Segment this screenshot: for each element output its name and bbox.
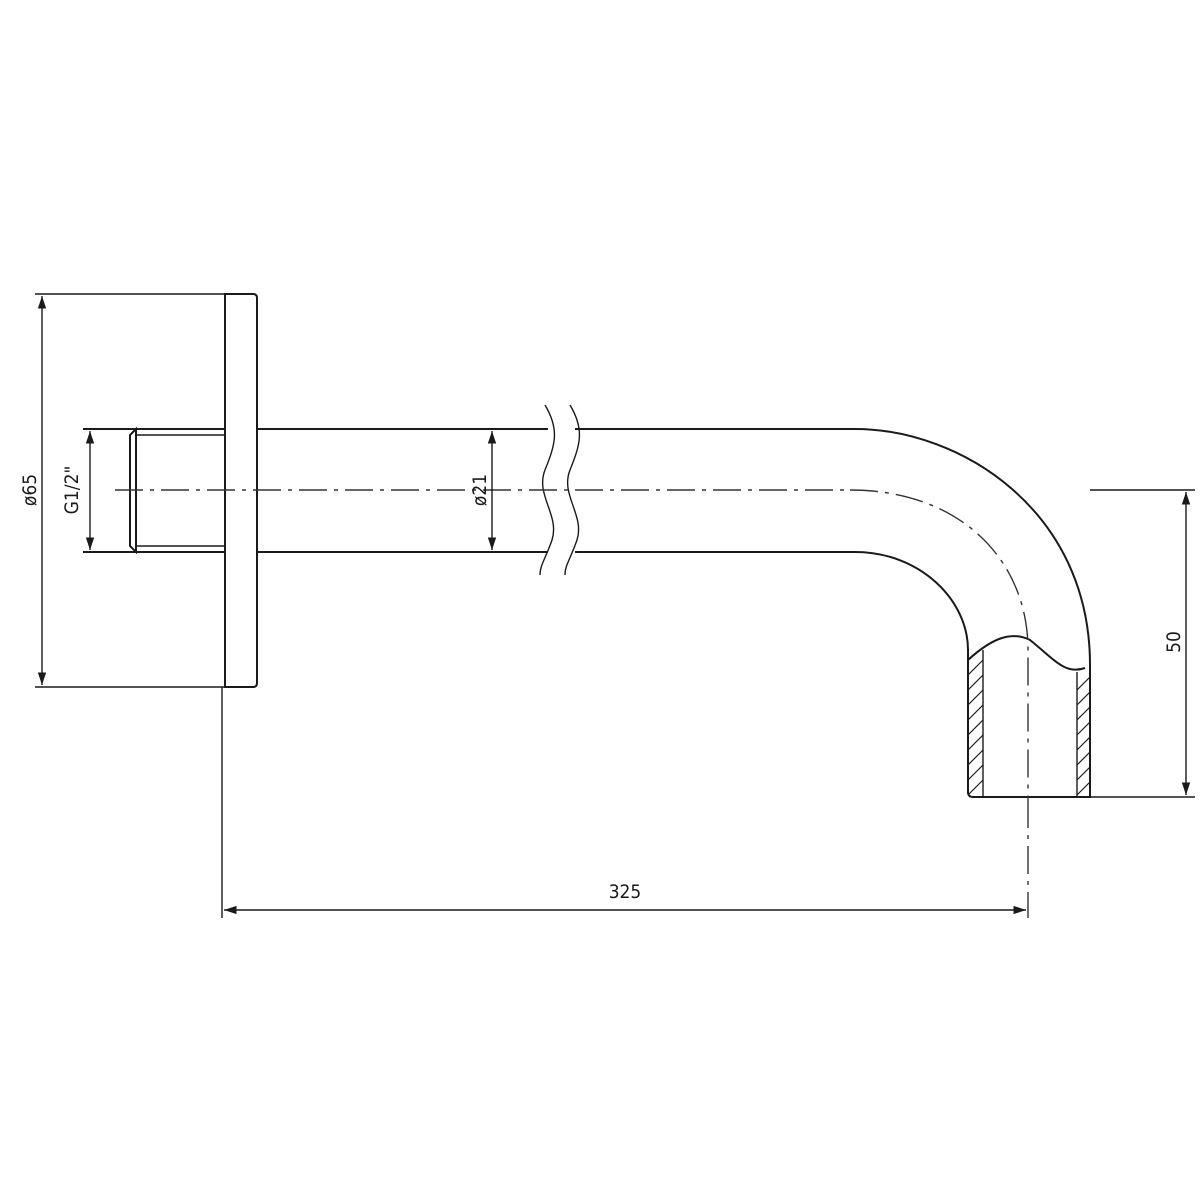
centerline xyxy=(115,489,1029,918)
dimension-drop-height: 50 xyxy=(1090,489,1195,798)
wall-flange xyxy=(224,293,258,688)
flange-diameter-label: ø65 xyxy=(19,474,41,506)
dimension-thread: G1/2" xyxy=(61,431,95,550)
thread-label: G1/2" xyxy=(61,466,83,515)
break-line xyxy=(564,404,581,576)
pipe-diameter-label: ø21 xyxy=(469,474,491,506)
spout-pipe xyxy=(257,404,1091,798)
dimension-flange-diameter: ø65 xyxy=(19,293,225,688)
dimension-projection-length: 325 xyxy=(221,687,1026,918)
drop-height-label: 50 xyxy=(1163,631,1185,653)
projection-length-label: 325 xyxy=(609,881,642,903)
threaded-connector xyxy=(83,426,225,555)
section-hatch xyxy=(967,659,1091,796)
break-line xyxy=(539,404,556,576)
dimension-pipe-diameter: ø21 xyxy=(469,431,497,550)
